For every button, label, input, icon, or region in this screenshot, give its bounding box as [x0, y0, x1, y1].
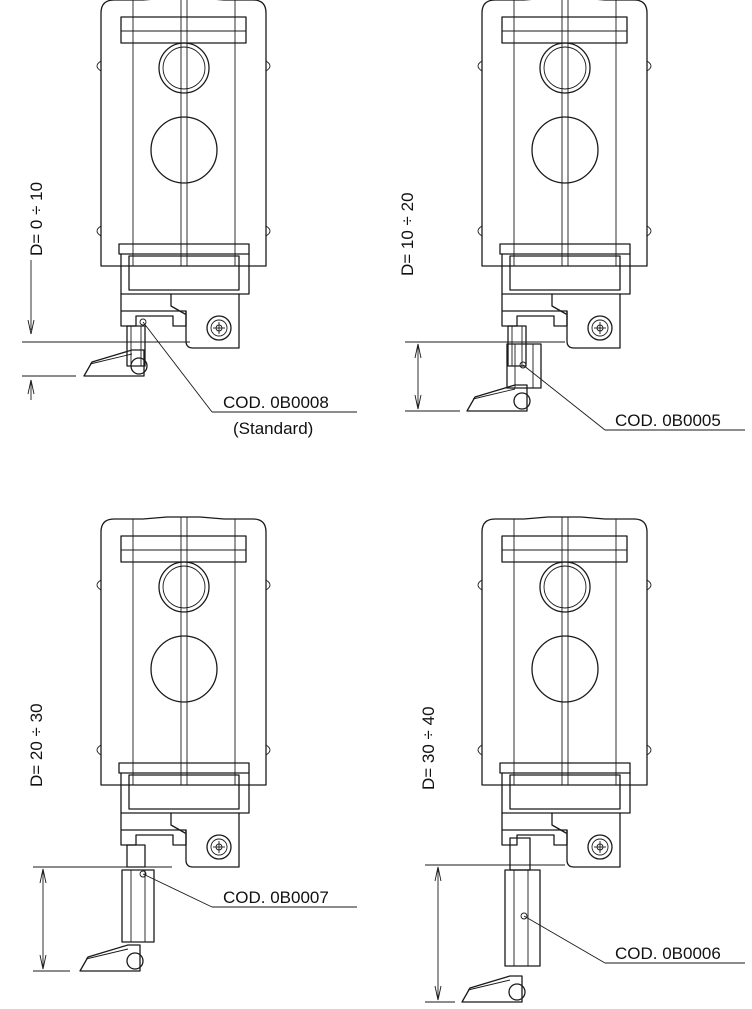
variant-0-note-label: (Standard) [233, 419, 313, 438]
variant-2-code-label: COD. 0B0007 [223, 888, 329, 907]
variant-2-dimension-label: D= 20 ÷ 30 [27, 703, 46, 787]
variant-3-drawing [425, 516, 745, 1003]
variant-1-drawing [405, 0, 745, 431]
variant-1-dimension-label: D= 10 ÷ 20 [398, 192, 417, 276]
variant-0-code-label: COD. 0B0008 [223, 393, 329, 412]
variant-3-code-label: COD. 0B0006 [615, 944, 721, 963]
variant-3-dimension-label: D= 30 ÷ 40 [419, 706, 438, 790]
variant-2-drawing [33, 516, 357, 972]
variant-0-dimension-label: D= 0 ÷ 10 [27, 182, 46, 256]
variant-0-drawing [22, 0, 357, 413]
variant-1-code-label: COD. 0B0005 [615, 411, 721, 430]
